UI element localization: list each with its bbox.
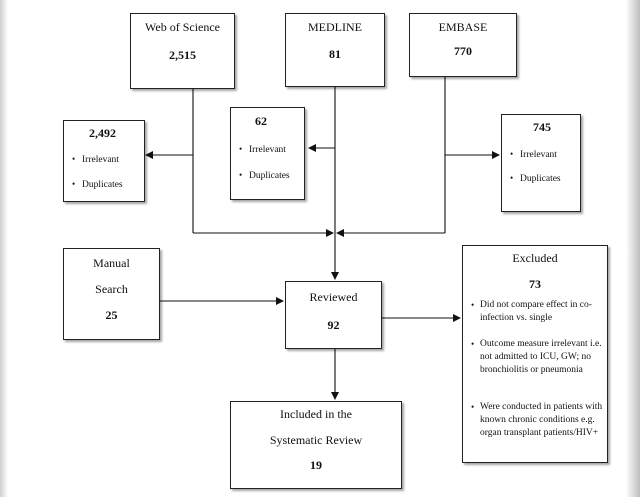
page-edge-right	[626, 0, 640, 497]
removed-reason: Duplicates	[82, 180, 123, 190]
removed-count: 745	[533, 120, 551, 134]
removed-medline-box: 62 • Irrelevant • Duplicates	[230, 107, 305, 200]
reviewed-label: Reviewed	[309, 290, 358, 304]
bullet-icon: •	[471, 402, 475, 412]
excluded-label: Excluded	[512, 251, 558, 265]
excluded-count: 73	[529, 277, 541, 291]
removed-reason: Irrelevant	[249, 145, 286, 155]
manual-search-box: Manual Search 25	[63, 248, 160, 340]
removed-reason: Irrelevant	[82, 155, 119, 165]
page-edge-left	[0, 0, 8, 497]
removed-reason: Duplicates	[249, 171, 290, 181]
source-embase-box: EMBASE 770	[409, 13, 517, 77]
reviewed-count: 92	[327, 318, 340, 332]
source-name: Web of Science	[145, 20, 220, 34]
bullet-icon: •	[239, 144, 243, 154]
bullet-icon: •	[471, 300, 475, 310]
source-medline-box: MEDLINE 81	[285, 13, 385, 87]
source-count: 770	[454, 44, 472, 58]
included-box: Included in the Systematic Review 19	[230, 401, 402, 489]
source-count: 81	[329, 47, 341, 61]
bullet-icon: •	[72, 154, 76, 164]
bullet-icon: •	[72, 179, 76, 189]
excluded-reason: • Were conducted in patients with known …	[471, 401, 603, 440]
excluded-reason: • Outcome measure irrelevant i.e. not ad…	[471, 338, 603, 377]
manual-search-label-line2: Search	[95, 282, 128, 296]
removed-count: 62	[255, 114, 267, 128]
included-label-line2: Systematic Review	[269, 433, 363, 447]
manual-search-count: 25	[105, 308, 118, 322]
source-name: MEDLINE	[308, 20, 362, 34]
excluded-reason-text: Were conducted in patients with known ch…	[480, 402, 603, 438]
source-count: 2,515	[169, 48, 196, 62]
bullet-icon: •	[510, 149, 514, 159]
excluded-box: Excluded 73 • Did not compare effect in …	[462, 245, 608, 463]
reviewed-box: Reviewed 92	[285, 281, 382, 349]
removed-reason: Irrelevant	[520, 150, 557, 160]
removed-reason: Duplicates	[520, 174, 561, 184]
manual-search-label-line1: Manual	[93, 256, 130, 270]
included-label-line1: Included in the	[280, 407, 352, 421]
included-count: 19	[310, 458, 322, 472]
bullet-icon: •	[239, 170, 243, 180]
removed-embase-box: 745 • Irrelevant • Duplicates	[501, 114, 581, 212]
excluded-reason-text: Did not compare effect in co-infection v…	[480, 300, 592, 323]
excluded-reason: • Did not compare effect in co-infection…	[471, 299, 603, 325]
bullet-icon: •	[471, 339, 475, 349]
source-web-of-science-box: Web of Science 2,515	[130, 13, 235, 89]
source-name: EMBASE	[438, 20, 488, 34]
bullet-icon: •	[510, 173, 514, 183]
excluded-reason-text: Outcome measure irrelevant i.e. not admi…	[480, 339, 602, 375]
removed-web-of-science-box: 2,492 • Irrelevant • Duplicates	[63, 120, 145, 202]
removed-count: 2,492	[89, 126, 116, 140]
